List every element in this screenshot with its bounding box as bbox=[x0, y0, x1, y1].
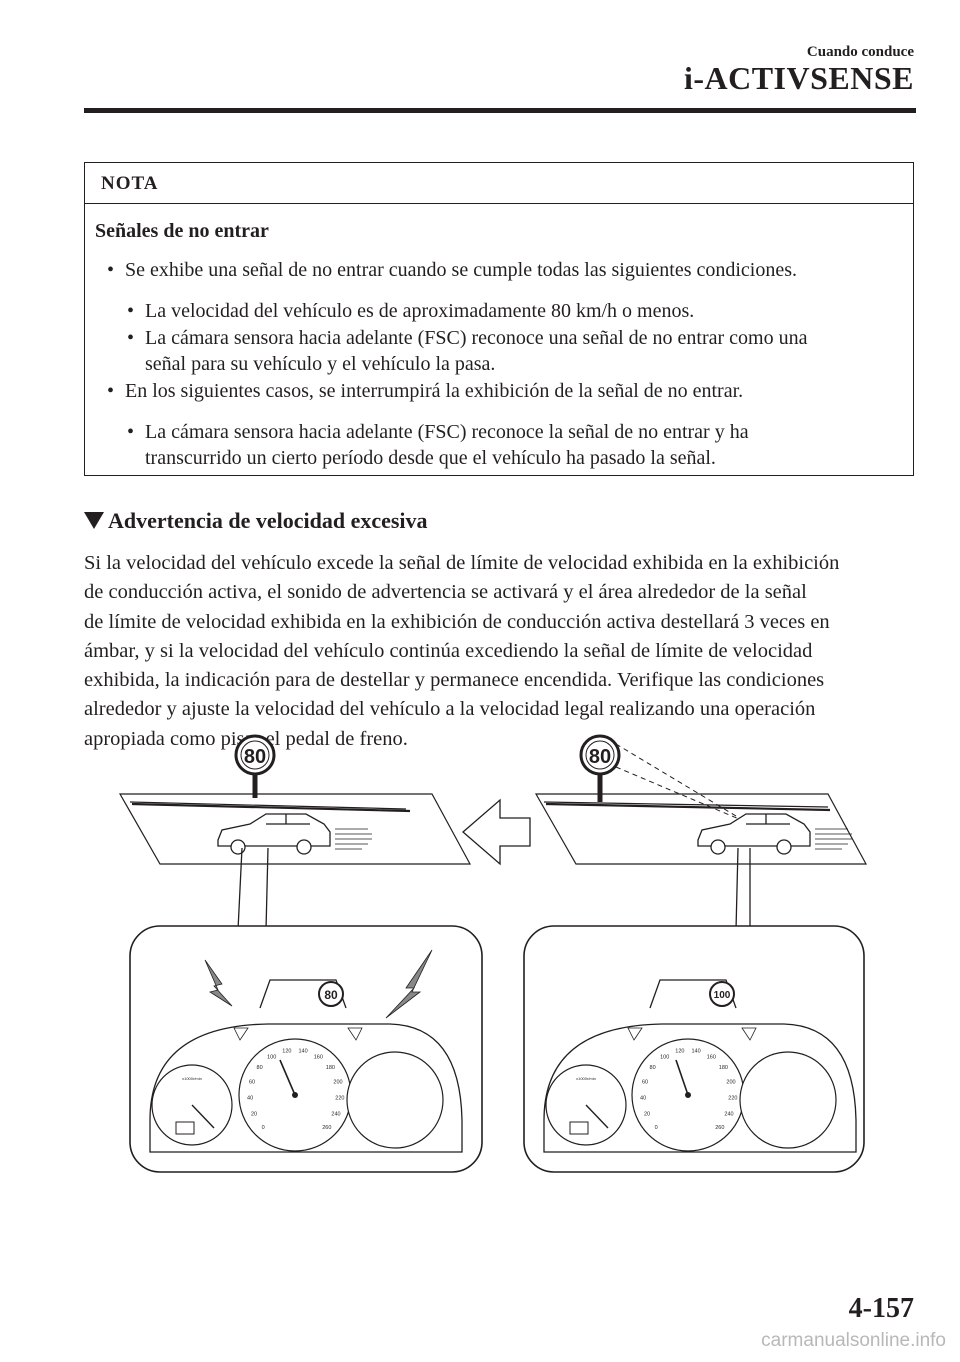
speed-tick-label: 120 bbox=[675, 1049, 684, 1055]
right-tach-label: x1000r/min bbox=[576, 1076, 596, 1081]
section-title: Advertencia de velocidad excesiva bbox=[84, 508, 428, 534]
left-car-icon bbox=[217, 813, 372, 855]
speed-tick-label: 200 bbox=[333, 1080, 342, 1086]
note-bullet: • bbox=[107, 259, 115, 281]
para-line: alrededor y ajuste la velocidad del vehí… bbox=[84, 698, 816, 721]
speed-tick-label: 180 bbox=[326, 1065, 335, 1071]
para-line: de límite de velocidad exhibida en la ex… bbox=[84, 610, 830, 633]
right-car-icon bbox=[697, 813, 852, 855]
speed-tick-label: 40 bbox=[247, 1096, 253, 1102]
left-arrow-icon bbox=[462, 798, 531, 866]
speed-tick-label: 220 bbox=[335, 1096, 344, 1102]
speed-tick-label: 260 bbox=[715, 1125, 724, 1131]
speed-tick-label: 180 bbox=[719, 1065, 728, 1071]
speed-tick-label: 20 bbox=[251, 1112, 257, 1118]
watermark: carmanualsonline.info bbox=[761, 1330, 946, 1351]
note-bullet: • bbox=[107, 380, 115, 402]
speed-tick-label: 0 bbox=[262, 1125, 265, 1131]
triangle-marker-icon bbox=[84, 512, 104, 530]
speed-tick-label: 160 bbox=[707, 1055, 716, 1061]
left-display-sign: 80 bbox=[324, 988, 338, 1002]
speed-warning-illustration: 80 80 80 x1000r/ bbox=[118, 734, 868, 1173]
right-cluster-panel: 100 x1000r/min bbox=[523, 925, 865, 1173]
speed-tick-label: 40 bbox=[640, 1096, 646, 1102]
speed-tick-label: 60 bbox=[249, 1080, 255, 1086]
note-line: La cámara sensora hacia adelante (FSC) r… bbox=[145, 421, 749, 443]
note-line: Se exhibe una señal de no entrar cuando … bbox=[125, 259, 798, 281]
section-title-text: Advertencia de velocidad excesiva bbox=[108, 508, 428, 533]
note-line: La velocidad del vehículo es de aproxima… bbox=[145, 300, 695, 322]
speed-tick-label: 160 bbox=[314, 1055, 323, 1061]
note-subbullet: • bbox=[127, 300, 135, 322]
speed-tick-label: 240 bbox=[331, 1112, 340, 1118]
header-rule bbox=[84, 108, 916, 113]
right-display-sign: 100 bbox=[714, 990, 731, 1001]
speed-tick-label: 220 bbox=[728, 1096, 737, 1102]
note-box: NOTA Señales de no entrar • Se exhibe un… bbox=[84, 162, 914, 476]
speed-tick-label: 240 bbox=[724, 1112, 733, 1118]
right-speed-sign: 80 bbox=[579, 734, 747, 823]
speed-tick-label: 80 bbox=[257, 1065, 263, 1071]
section-paragraph: Si la velocidad del vehículo excede la s… bbox=[84, 549, 924, 754]
left-sign-text: 80 bbox=[244, 746, 266, 768]
para-line: ámbar, y si la velocidad del vehículo co… bbox=[84, 639, 813, 662]
header-section: Cuando conduce bbox=[806, 44, 914, 60]
note-line: señal para su vehículo y el vehículo la … bbox=[145, 353, 496, 375]
speed-tick-label: 80 bbox=[650, 1065, 656, 1071]
speed-tick-label: 140 bbox=[299, 1049, 308, 1055]
page-number: 4-157 bbox=[848, 1293, 914, 1324]
note-subtitle: Señales de no entrar bbox=[95, 220, 269, 242]
note-line: La cámara sensora hacia adelante (FSC) r… bbox=[145, 327, 808, 349]
note-subbullet: • bbox=[127, 421, 135, 443]
left-cluster-panel: 80 x1000r/min bbox=[129, 925, 483, 1173]
speed-tick-label: 20 bbox=[644, 1112, 650, 1118]
note-label: NOTA bbox=[85, 163, 913, 204]
note-line: transcurrido un cierto período desde que… bbox=[145, 447, 716, 469]
speed-tick-label: 200 bbox=[726, 1080, 735, 1086]
page-title: i-ACTIVSENSE bbox=[683, 60, 914, 96]
para-line: Si la velocidad del vehículo excede la s… bbox=[84, 552, 840, 574]
para-line: exhibida, la indicación para de destella… bbox=[84, 669, 825, 692]
right-sign-text: 80 bbox=[589, 746, 611, 768]
para-line: de conducción activa, el sonido de adver… bbox=[84, 581, 807, 604]
speed-tick-label: 120 bbox=[282, 1049, 291, 1055]
note-subbullet: • bbox=[127, 327, 135, 349]
note-line: En los siguientes casos, se interrumpirá… bbox=[125, 380, 744, 402]
speed-tick-label: 100 bbox=[267, 1055, 276, 1061]
speed-tick-label: 100 bbox=[660, 1055, 669, 1061]
speed-tick-label: 0 bbox=[655, 1125, 658, 1131]
left-speed-sign: 80 bbox=[234, 734, 276, 798]
speed-tick-label: 140 bbox=[692, 1049, 701, 1055]
left-tach-label: x1000r/min bbox=[182, 1076, 202, 1081]
speed-tick-label: 60 bbox=[642, 1080, 648, 1086]
speed-tick-label: 260 bbox=[322, 1125, 331, 1131]
